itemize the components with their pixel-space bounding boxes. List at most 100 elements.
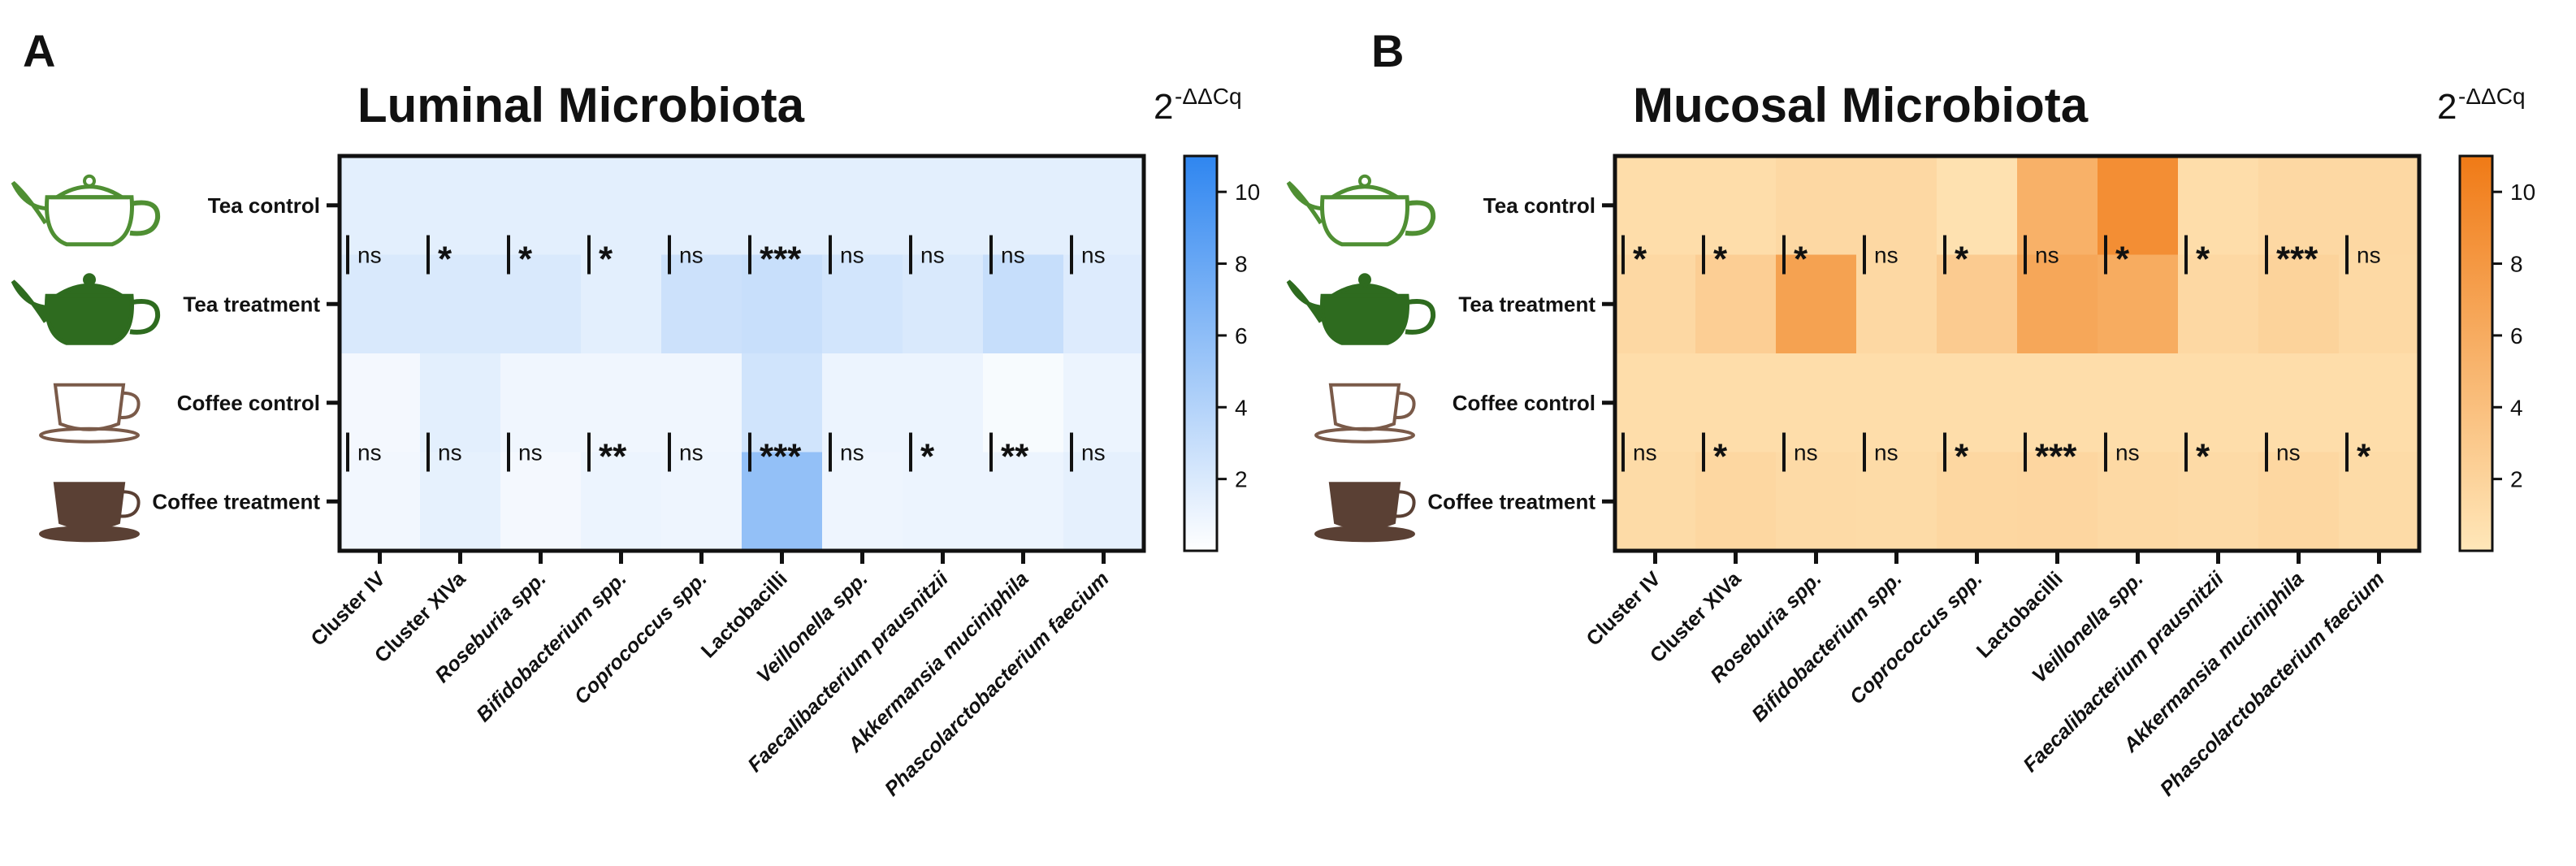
luminal-coffee-cup-filled-icon-handle: [118, 490, 141, 518]
luminal-coffee-cup-filled-icon: [39, 482, 141, 543]
luminal-coffee-cup-outline-icon-handle: [118, 391, 141, 419]
mucosal-coffee-cup-outline-icon-handle: [1393, 391, 1416, 419]
mucosal-coffee-cup-filled-icon-handle: [1393, 490, 1416, 518]
luminal-cell-r3-c8: [983, 452, 1064, 552]
luminal-cell-r3-c7: [903, 452, 984, 552]
mucosal-cell-r0-c4: [1937, 156, 2018, 255]
luminal-tea-pot-outline-icon-knob: [83, 174, 96, 188]
luminal-cell-r1-c3: [581, 254, 662, 354]
luminal-colorbar-label-exponent: -ΔΔCq: [1175, 84, 1242, 109]
mucosal-tea-pot-filled-icon-spout: [1286, 279, 1323, 323]
mucosal-cell-r2-c5: [2017, 353, 2098, 452]
luminal-coffee-cup-outline-icon-saucer: [39, 427, 140, 444]
mucosal-row-label-3: Coffee treatment: [1427, 489, 1595, 513]
luminal-cell-r2-c9: [1063, 353, 1145, 452]
luminal-cell-r2-c0: [340, 353, 421, 452]
mucosal-tea-pot-filled-icon-handle: [1405, 299, 1436, 335]
mucosal-cell-r2-c6: [2098, 353, 2179, 452]
mucosal-tea-pot-filled-icon-body: [1320, 293, 1409, 345]
luminal-cell-r3-c3: [581, 452, 662, 552]
luminal-row-label-1: Tea treatment: [183, 292, 320, 316]
luminal-sig-label-tea-7: ns: [920, 243, 945, 268]
mucosal-panel-label: B: [1371, 25, 1404, 76]
mucosal-sig-label-tea-4: *: [1955, 240, 1969, 279]
mucosal-cell-r0-c6: [2098, 156, 2179, 255]
luminal-cell-r1-c2: [500, 254, 582, 354]
luminal-cell-r2-c4: [661, 353, 742, 452]
mucosal-sig-label-coffee-3: ns: [1874, 440, 1898, 465]
luminal-sig-label-coffee-3: **: [599, 437, 627, 477]
luminal-tea-pot-outline-icon-body: [45, 195, 134, 247]
mucosal-cell-r3-c1: [1695, 452, 1777, 552]
luminal-row-label-2: Coffee control: [177, 391, 320, 415]
luminal-cell-r0-c2: [500, 156, 582, 255]
luminal-sig-label-coffee-0: ns: [357, 440, 382, 465]
luminal-coffee-cup-outline-icon-body: [53, 383, 126, 431]
mucosal-sig-label-coffee-8: ns: [2276, 440, 2301, 465]
mucosal-cell-r1-c4: [1937, 254, 2018, 354]
mucosal-sig-label-tea-6: *: [2115, 240, 2130, 279]
luminal-col-label-3: Bifidobacterium spp.: [472, 567, 631, 726]
mucosal-coffee-cup-outline-icon-saucer: [1314, 427, 1415, 444]
luminal-coffee-cup-filled-icon-body: [53, 482, 126, 530]
luminal-cell-r3-c0: [340, 452, 421, 552]
mucosal-sig-label-coffee-7: *: [2196, 437, 2210, 477]
mucosal-cell-r0-c5: [2017, 156, 2098, 255]
mucosal-sig-label-tea-1: *: [1713, 240, 1728, 279]
mucosal-cell-r2-c2: [1776, 353, 1857, 452]
luminal-tea-pot-outline-icon-lid: [50, 184, 129, 200]
luminal-colorbar-tick-label-0: 10: [1235, 180, 1260, 205]
luminal-cell-r2-c7: [903, 353, 984, 452]
mucosal-tea-pot-outline-icon: [1286, 174, 1436, 247]
luminal-tea-pot-filled-icon-lid: [50, 283, 129, 298]
mucosal-cell-r0-c7: [2178, 156, 2259, 255]
luminal-col-label-0: Cluster IV: [306, 567, 390, 651]
mucosal-tea-pot-outline-icon-lid: [1325, 184, 1405, 200]
mucosal-col-label-0: Cluster IV: [1582, 567, 1665, 651]
luminal-colorbar: [1183, 154, 1219, 552]
luminal-cell-r3-c9: [1063, 452, 1145, 552]
mucosal-cell-r3-c8: [2258, 452, 2340, 552]
luminal-sig-label-tea-4: ns: [679, 243, 704, 268]
luminal-cell-r2-c3: [581, 353, 662, 452]
mucosal-cell-r1-c3: [1856, 254, 1937, 354]
mucosal-cell-r2-c8: [2258, 353, 2340, 452]
mucosal-tea-pot-filled-icon-lid: [1325, 283, 1405, 298]
luminal-cell-r1-c6: [822, 254, 903, 354]
mucosal-coffee-cup-filled-icon: [1314, 482, 1416, 543]
mucosal-tea-pot-outline-icon-handle: [1405, 200, 1436, 236]
luminal-cell-r3-c2: [500, 452, 582, 552]
luminal-cell-r1-c9: [1063, 254, 1145, 354]
luminal-colorbar-tick-label-3: 4: [1235, 395, 1248, 420]
mucosal-cell-r0-c1: [1695, 156, 1777, 255]
luminal-coffee-cup-outline-icon: [39, 383, 141, 444]
luminal-sig-label-coffee-5: ***: [760, 437, 802, 477]
luminal-sig-label-tea-6: ns: [840, 243, 864, 268]
mucosal-sig-label-tea-9: ns: [2357, 243, 2381, 268]
luminal-cell-r3-c6: [822, 452, 903, 552]
mucosal-row-label-2: Coffee control: [1453, 391, 1595, 415]
mucosal-sig-label-coffee-4: *: [1955, 437, 1969, 477]
luminal-tea-pot-filled-icon-handle: [129, 299, 161, 335]
mucosal-tea-pot-outline-icon-spout: [1286, 180, 1323, 225]
luminal-tea-pot-filled-icon-knob: [83, 273, 96, 287]
luminal-colorbar-tick-label-1: 8: [1235, 252, 1248, 277]
mucosal-cell-r3-c7: [2178, 452, 2259, 552]
mucosal-coffee-cup-outline-icon: [1314, 383, 1416, 444]
mucosal-cell-r0-c2: [1776, 156, 1857, 255]
mucosal-sig-label-tea-3: ns: [1874, 243, 1898, 268]
mucosal-cell-r0-c9: [2339, 156, 2420, 255]
mucosal-tea-pot-outline-icon-body: [1320, 195, 1409, 247]
mucosal-colorbar-tick-label-2: 6: [2510, 323, 2523, 349]
luminal-sig-label-coffee-6: ns: [840, 440, 864, 465]
luminal-cell-r1-c4: [661, 254, 742, 354]
mucosal-cell-r1-c8: [2258, 254, 2340, 354]
luminal-sig-label-tea-1: *: [438, 240, 452, 279]
mucosal-cell-r3-c2: [1776, 452, 1857, 552]
luminal-tea-pot-outline-icon: [11, 174, 161, 247]
mucosal-sig-label-coffee-1: *: [1713, 437, 1728, 477]
mucosal-cell-r1-c0: [1615, 254, 1696, 354]
mucosal-colorbar-tick-label-3: 4: [2510, 395, 2523, 420]
luminal-sig-label-coffee-8: **: [1001, 437, 1029, 477]
luminal-sig-label-tea-9: ns: [1081, 243, 1106, 268]
